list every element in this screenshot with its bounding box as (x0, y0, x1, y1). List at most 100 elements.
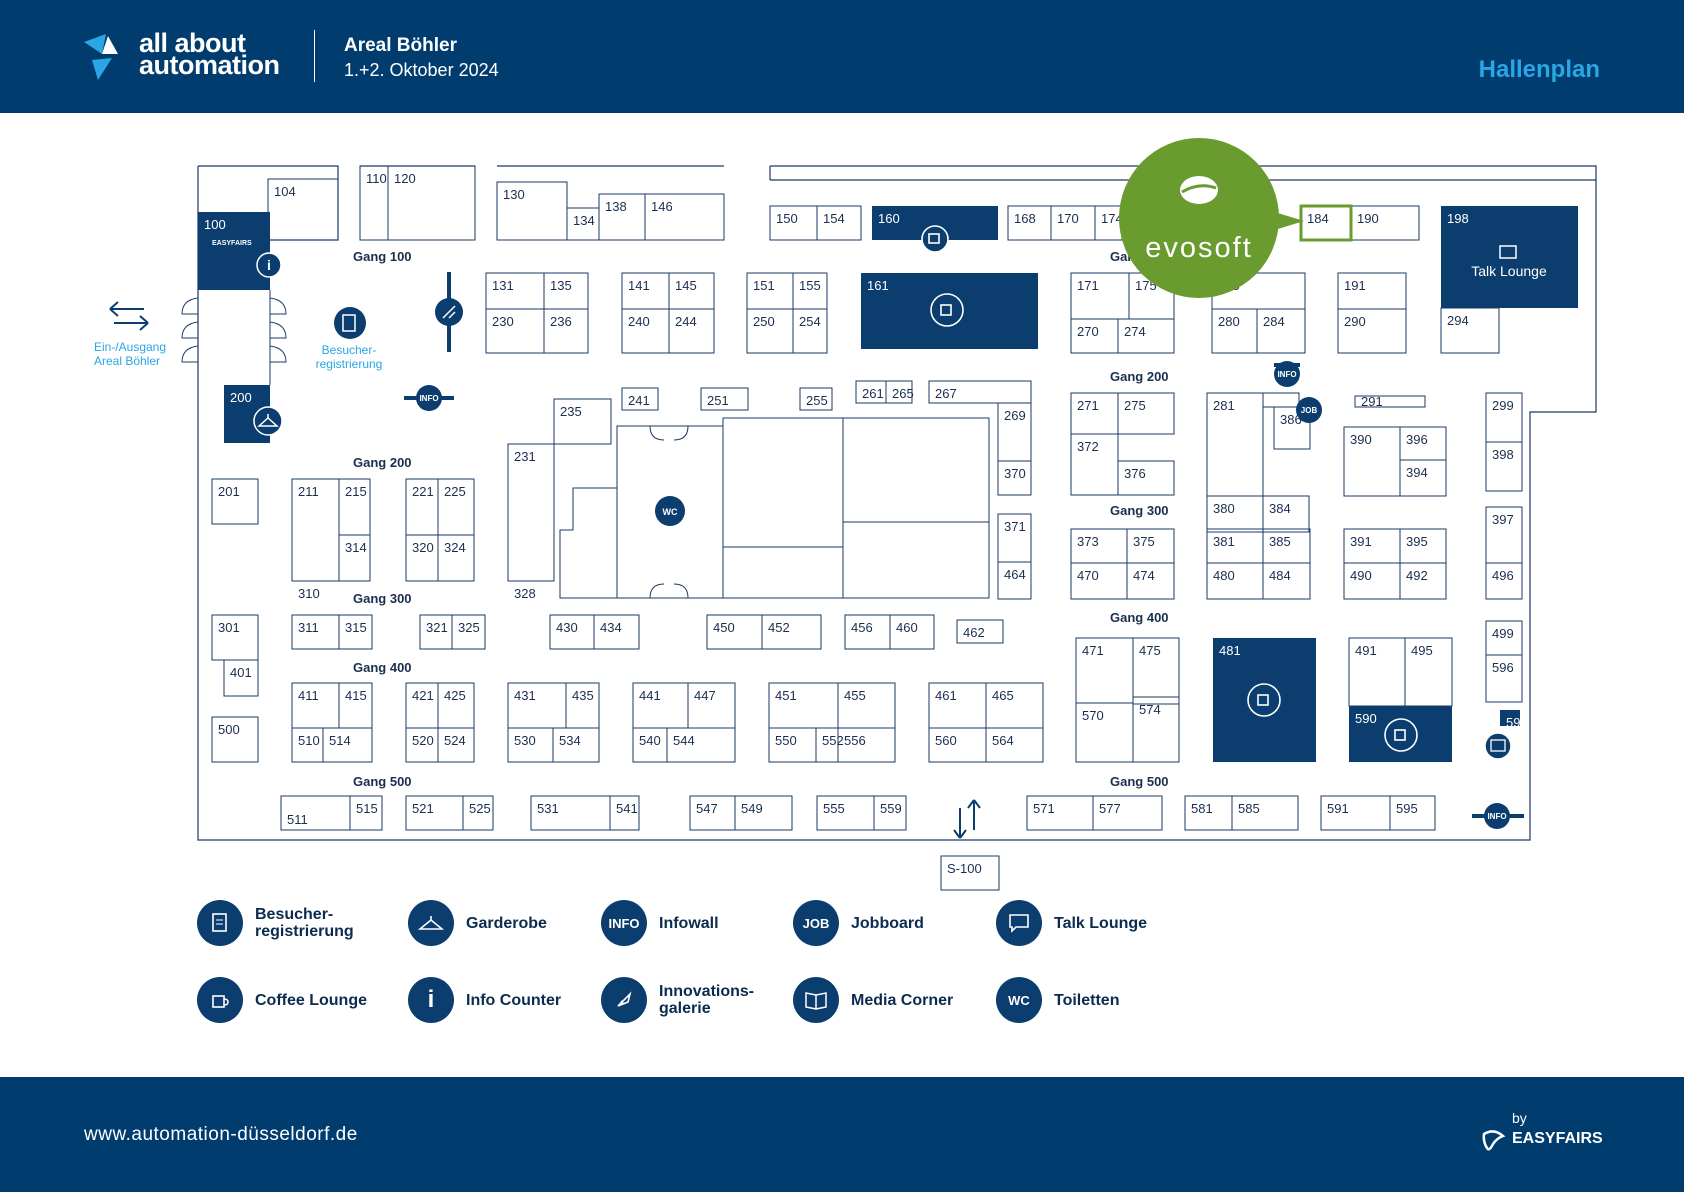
exhibitor-booth-highlight[interactable] (1299, 204, 1353, 242)
booth-474[interactable]: 474 (1133, 568, 1155, 583)
booth-250[interactable]: 250 (753, 314, 775, 329)
booth-421[interactable]: 421 (412, 688, 434, 703)
booth-524[interactable]: 524 (444, 733, 466, 748)
booth-281[interactable]: 281 (1213, 398, 1235, 413)
booth-592[interactable]: 592 (1506, 715, 1528, 730)
booth-371[interactable]: 371 (1004, 519, 1026, 534)
booth-235[interactable]: 235 (560, 404, 582, 419)
booth-138[interactable]: 138 (605, 199, 627, 214)
booth-540[interactable]: 540 (639, 733, 661, 748)
booth-465[interactable]: 465 (992, 688, 1014, 703)
booth-110[interactable]: 110 (366, 171, 387, 186)
booth-396[interactable]: 396 (1406, 432, 1428, 447)
booth-225[interactable]: 225 (444, 484, 466, 499)
booth-480[interactable]: 480 (1213, 568, 1235, 583)
booth-160[interactable]: 160 (878, 211, 900, 226)
booth-120[interactable]: 120 (394, 171, 416, 186)
booth-547[interactable]: 547 (696, 801, 718, 816)
booth-411[interactable]: 411 (298, 688, 319, 703)
booth-397[interactable]: 397 (1492, 512, 1514, 527)
booth-471[interactable]: 471 (1082, 643, 1104, 658)
booth-452[interactable]: 452 (768, 620, 790, 635)
booth-552[interactable]: 552 (822, 733, 844, 748)
booth-240[interactable]: 240 (628, 314, 650, 329)
booth-559[interactable]: 559 (880, 801, 902, 816)
booth-381[interactable]: 381 (1213, 534, 1235, 549)
booth-390[interactable]: 390 (1350, 432, 1372, 447)
booth-544[interactable]: 544 (673, 733, 695, 748)
booth-230[interactable]: 230 (492, 314, 514, 329)
booth-280[interactable]: 280 (1218, 314, 1240, 329)
booth-380[interactable]: 380 (1213, 501, 1235, 516)
booth-141[interactable]: 141 (628, 278, 650, 293)
booth-201[interactable]: 201 (218, 484, 240, 499)
booth-375[interactable]: 375 (1133, 534, 1155, 549)
booth-415[interactable]: 415 (345, 688, 367, 703)
booth-294[interactable]: 294 (1447, 313, 1469, 328)
booth-168[interactable]: 168 (1014, 211, 1036, 226)
booth-161[interactable]: 161 (867, 278, 889, 293)
booth-285[interactable]: 285 (1269, 392, 1291, 407)
booth-581[interactable]: 581 (1191, 801, 1213, 816)
booth-510[interactable]: 510 (298, 733, 320, 748)
booth-370[interactable]: 370 (1004, 466, 1026, 481)
booth-460[interactable]: 460 (896, 620, 918, 635)
booth-391[interactable]: 391 (1350, 534, 1372, 549)
booth-521[interactable]: 521 (412, 801, 434, 816)
booth-301[interactable]: 301 (218, 620, 240, 635)
booth-571[interactable]: 571 (1033, 801, 1055, 816)
booth-541[interactable]: 541 (616, 801, 638, 816)
booth-455[interactable]: 455 (844, 688, 866, 703)
booth-481[interactable]: 481 (1219, 643, 1241, 658)
booth-496[interactable]: 496 (1492, 568, 1514, 583)
booth-271[interactable]: 271 (1077, 398, 1099, 413)
booth-174[interactable]: 174 (1101, 211, 1123, 226)
booth-401[interactable]: 401 (230, 665, 252, 680)
booth-284[interactable]: 284 (1263, 314, 1285, 329)
booth-570[interactable]: 570 (1082, 708, 1104, 723)
booth-511[interactable]: 511 (287, 812, 308, 827)
booth-145[interactable]: 145 (675, 278, 697, 293)
exhibitor-badge[interactable]: evosoft (1119, 138, 1279, 298)
booth-464[interactable]: 464 (1004, 567, 1026, 582)
booth-134[interactable]: 134 (573, 213, 595, 228)
booth-451[interactable]: 451 (775, 688, 797, 703)
booth-211[interactable]: 211 (298, 484, 319, 499)
booth-320[interactable]: 320 (412, 540, 434, 555)
booth-135[interactable]: 135 (550, 278, 572, 293)
booth-560[interactable]: 560 (935, 733, 957, 748)
booth-184[interactable]: 184 (1307, 211, 1329, 226)
booth-254[interactable]: 254 (799, 314, 821, 329)
booth-500[interactable]: 500 (218, 722, 240, 737)
booth-425[interactable]: 425 (444, 688, 466, 703)
booth-324[interactable]: 324 (444, 540, 466, 555)
booth-430[interactable]: 430 (556, 620, 578, 635)
booth-462[interactable]: 462 (963, 625, 985, 640)
booth-549[interactable]: 549 (741, 801, 763, 816)
booth-447[interactable]: 447 (694, 688, 716, 703)
booth-441[interactable]: 441 (639, 688, 661, 703)
booth-484[interactable]: 484 (1269, 568, 1291, 583)
booth-531[interactable]: 531 (537, 801, 559, 816)
booth-590[interactable]: 590 (1355, 711, 1377, 726)
booth-515[interactable]: 515 (356, 801, 378, 816)
booth-385[interactable]: 385 (1269, 534, 1291, 549)
booth-146[interactable]: 146 (651, 199, 673, 214)
booth-596[interactable]: 596 (1492, 660, 1514, 675)
booth-S-100[interactable]: S-100 (947, 861, 982, 876)
booth-574[interactable]: 574 (1139, 702, 1161, 717)
booth-530[interactable]: 530 (514, 733, 536, 748)
booth-577[interactable]: 577 (1099, 801, 1121, 816)
booth-394[interactable]: 394 (1406, 465, 1428, 480)
booth-431[interactable]: 431 (514, 688, 536, 703)
booth-270[interactable]: 270 (1077, 324, 1099, 339)
booth-299[interactable]: 299 (1492, 398, 1514, 413)
booth-520[interactable]: 520 (412, 733, 434, 748)
booth-475[interactable]: 475 (1139, 643, 1161, 658)
booth-155[interactable]: 155 (799, 278, 821, 293)
booth-325[interactable]: 325 (458, 620, 480, 635)
booth-495[interactable]: 495 (1411, 643, 1433, 658)
booth-267[interactable]: 267 (935, 386, 957, 401)
booth-291[interactable]: 291 (1361, 394, 1383, 409)
booth-595[interactable]: 595 (1396, 801, 1418, 816)
